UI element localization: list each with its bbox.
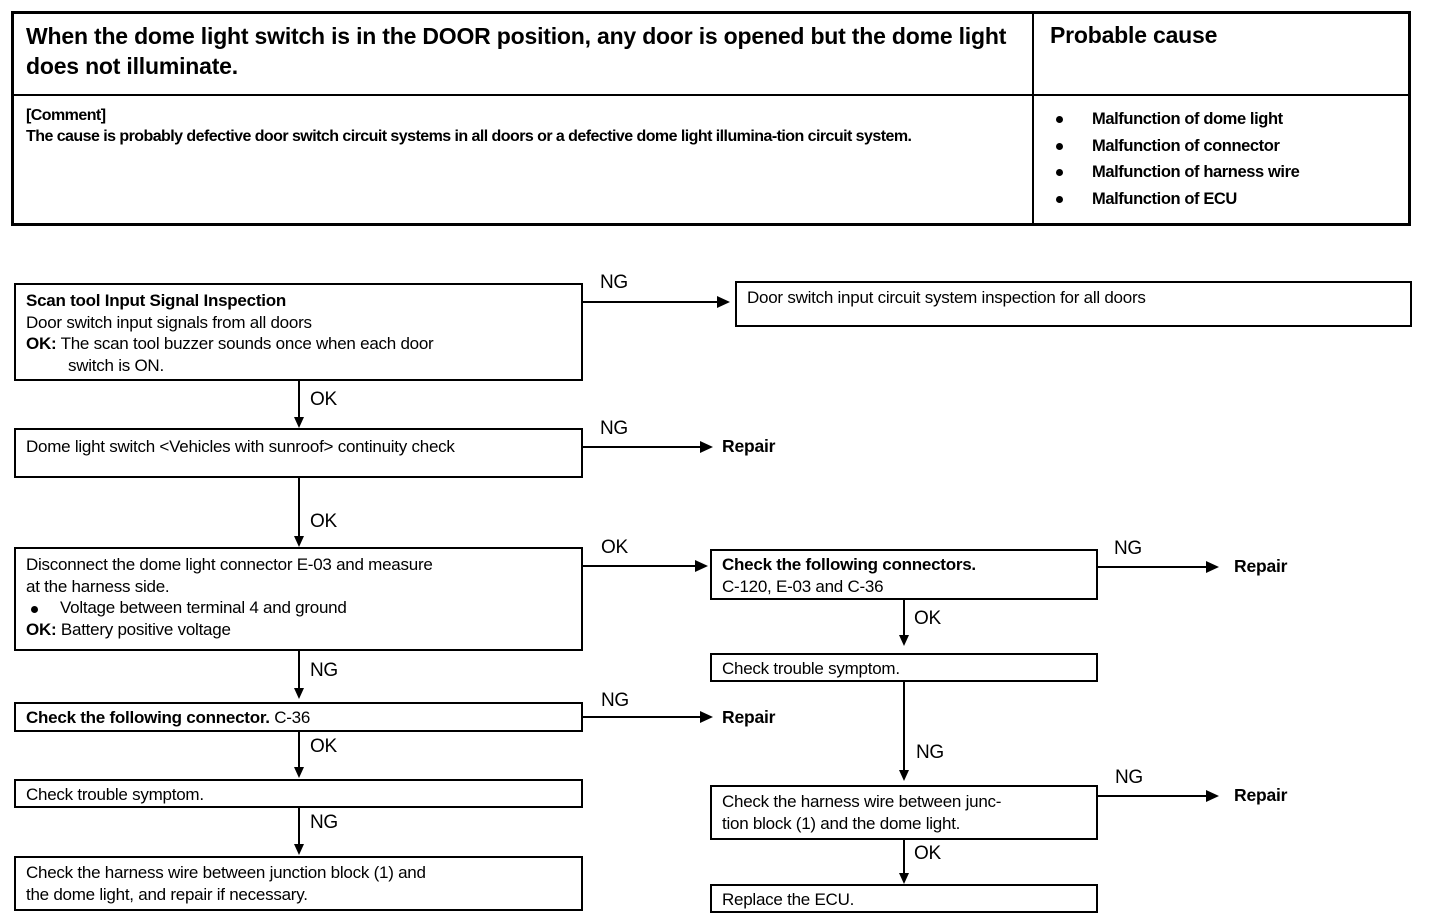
flow-box-replace-ecu: Replace the ECU.	[710, 884, 1098, 913]
comment-text: The cause is probably defective door swi…	[26, 128, 912, 146]
connector-line	[298, 732, 300, 772]
connector-line	[583, 565, 697, 567]
disconnect-line4-text: Battery positive voltage	[56, 619, 231, 639]
terminal-repair: Repair	[1234, 556, 1288, 576]
arrow-down-icon	[899, 770, 909, 781]
edge-label-ng: NG	[310, 660, 338, 681]
harness-right-line2: tion block (1) and the dome light.	[722, 813, 961, 833]
flow-box-scan-tool-inspection: Scan tool Input Signal Inspection Door s…	[14, 283, 583, 381]
check-connector-left-code: C-36	[269, 708, 311, 727]
flow-box-dome-light-switch: Dome light switch <Vehicles with sunroof…	[14, 428, 583, 478]
arrow-right-icon	[695, 560, 708, 572]
edge-label-ok: OK	[310, 511, 337, 532]
edge-label-ok: OK	[914, 608, 941, 629]
arrow-down-icon	[294, 844, 304, 855]
flow-box-check-trouble-right: Check trouble symptom.	[710, 653, 1098, 682]
check-connectors-codes: C-120, E-03 and C-36	[722, 576, 884, 596]
disconnect-line4: OK: Battery positive voltage	[26, 619, 573, 641]
connector-line	[298, 808, 300, 849]
list-item: Malfunction of dome light	[1050, 106, 1396, 133]
connector-line	[583, 716, 702, 718]
ok-prefix: OK:	[26, 619, 57, 639]
comment-cell: [Comment] The cause is probably defectiv…	[14, 96, 1034, 223]
connector-line	[903, 840, 905, 878]
flow-box-harness-left: Check the harness wire between junction …	[14, 856, 583, 911]
arrow-down-icon	[294, 688, 304, 699]
arrow-right-icon	[700, 441, 713, 453]
edge-label-ok: OK	[310, 389, 337, 410]
disconnect-line2: at the harness side.	[26, 576, 170, 596]
edge-label-ng: NG	[310, 812, 338, 833]
disconnect-line3: Voltage between terminal 4 and ground	[26, 597, 573, 619]
comment-label: [Comment]	[26, 107, 106, 124]
scan-tool-line3-text: The scan tool buzzer sounds once when ea…	[56, 334, 434, 354]
list-item: Malfunction of connector	[1050, 133, 1396, 160]
symptom-table-header-row: When the dome light switch is in the DOO…	[14, 14, 1408, 96]
symptom-table: When the dome light switch is in the DOO…	[11, 11, 1411, 226]
connector-line	[298, 651, 300, 693]
probable-cause-list: Malfunction of dome light Malfunction of…	[1050, 106, 1396, 213]
symptom-table-body-row: [Comment] The cause is probably defectiv…	[14, 96, 1408, 223]
harness-right-line1: Check the harness wire between junc-	[722, 792, 1002, 811]
edge-label-ng: NG	[601, 690, 629, 711]
edge-label-ng: NG	[600, 418, 628, 439]
flow-box-check-trouble-left: Check trouble symptom.	[14, 779, 583, 808]
probable-cause-cell: Malfunction of dome light Malfunction of…	[1034, 96, 1408, 223]
arrow-right-icon	[700, 711, 713, 723]
terminal-repair: Repair	[722, 436, 776, 456]
edge-label-ng: NG	[1114, 538, 1142, 559]
arrow-right-icon	[1206, 790, 1219, 802]
edge-label-ok: OK	[310, 736, 337, 757]
arrow-right-icon	[1206, 561, 1219, 573]
scan-tool-line4: switch is ON.	[68, 355, 164, 375]
flow-box-check-connectors-right: Check the following connectors. C-120, E…	[710, 549, 1098, 600]
check-connector-left-heading: Check the following connector.	[26, 708, 270, 727]
connector-line	[298, 381, 300, 422]
list-item: Malfunction of ECU	[1050, 186, 1396, 213]
list-item: Malfunction of harness wire	[1050, 159, 1396, 186]
connector-line	[1098, 566, 1208, 568]
probable-cause-title: Probable cause	[1050, 22, 1218, 48]
scan-tool-line3: OK: The scan tool buzzer sounds once whe…	[26, 333, 573, 355]
flow-box-disconnect-connector: Disconnect the dome light connector E-03…	[14, 547, 583, 651]
check-connectors-heading: Check the following connectors.	[722, 555, 976, 574]
arrow-down-icon	[899, 635, 909, 646]
edge-label-ok: OK	[914, 843, 941, 864]
connector-line	[903, 600, 905, 640]
connector-line	[583, 446, 702, 448]
arrow-right-icon	[717, 296, 730, 308]
symptom-title: When the dome light switch is in the DOO…	[26, 23, 1007, 79]
terminal-repair: Repair	[1234, 785, 1288, 805]
flow-box-check-connector-left: Check the following connector. C-36	[14, 702, 583, 732]
ok-prefix: OK:	[26, 334, 57, 354]
disconnect-line1: Disconnect the dome light connector E-03…	[26, 555, 433, 574]
arrow-down-icon	[294, 767, 304, 778]
connector-line	[903, 682, 905, 775]
harness-left-line2: the dome light, and repair if necessary.	[26, 884, 308, 904]
flow-box-harness-right: Check the harness wire between junc- tio…	[710, 785, 1098, 840]
connector-line	[298, 478, 300, 540]
symptom-header-cell: When the dome light switch is in the DOO…	[14, 14, 1034, 94]
arrow-down-icon	[294, 417, 304, 428]
connector-line	[1098, 795, 1208, 797]
flow-box-door-switch-inspection: Door switch input circuit system inspect…	[735, 281, 1412, 327]
terminal-repair: Repair	[722, 707, 776, 727]
edge-label-ok: OK	[601, 537, 628, 558]
edge-label-ng: NG	[1115, 767, 1143, 788]
probable-cause-header-cell: Probable cause	[1034, 14, 1408, 94]
arrow-down-icon	[294, 536, 304, 547]
edge-label-ng: NG	[600, 272, 628, 293]
arrow-down-icon	[899, 873, 909, 884]
scan-tool-heading: Scan tool Input Signal Inspection	[26, 291, 286, 310]
harness-left-line1: Check the harness wire between junction …	[26, 863, 426, 882]
scan-tool-line2: Door switch input signals from all doors	[26, 312, 312, 332]
edge-label-ng: NG	[916, 742, 944, 763]
connector-line	[583, 301, 719, 303]
